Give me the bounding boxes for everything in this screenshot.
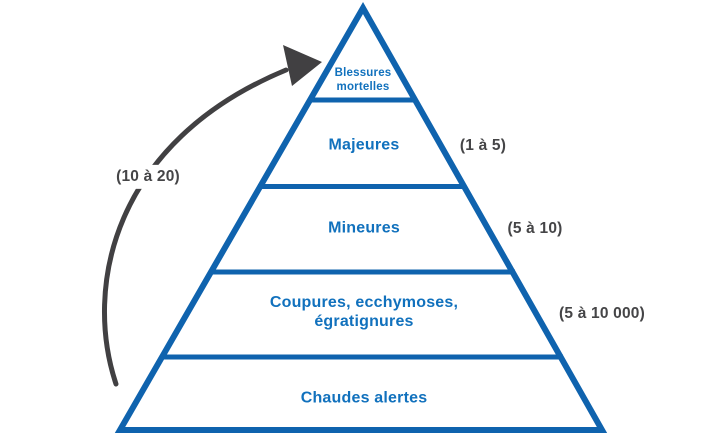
arrow-head-icon xyxy=(283,45,322,86)
arrow-ratio-label: (10 à 20) xyxy=(111,164,185,190)
level-2-label-majeures: Majeures xyxy=(328,136,400,154)
annotation-coupures-ratio: (5 à 10 000) xyxy=(559,304,645,322)
pyramid-outline xyxy=(114,1,608,433)
annotation-mineures-ratio: (5 à 10) xyxy=(507,219,563,237)
level-1-label-blessures-mortelles: Blessures mortelles xyxy=(334,67,392,93)
level-5-label-chaudes-alertes: Chaudes alertes xyxy=(300,389,428,407)
curved-arrow-shaft xyxy=(102,67,289,387)
level-3-label-mineures: Mineures xyxy=(328,219,400,237)
level-4-label-coupures-ecchymoses-egratignures: Coupures, ecchymoses, égratignures xyxy=(269,294,459,330)
annotation-majeures-ratio: (1 à 5) xyxy=(459,136,507,154)
